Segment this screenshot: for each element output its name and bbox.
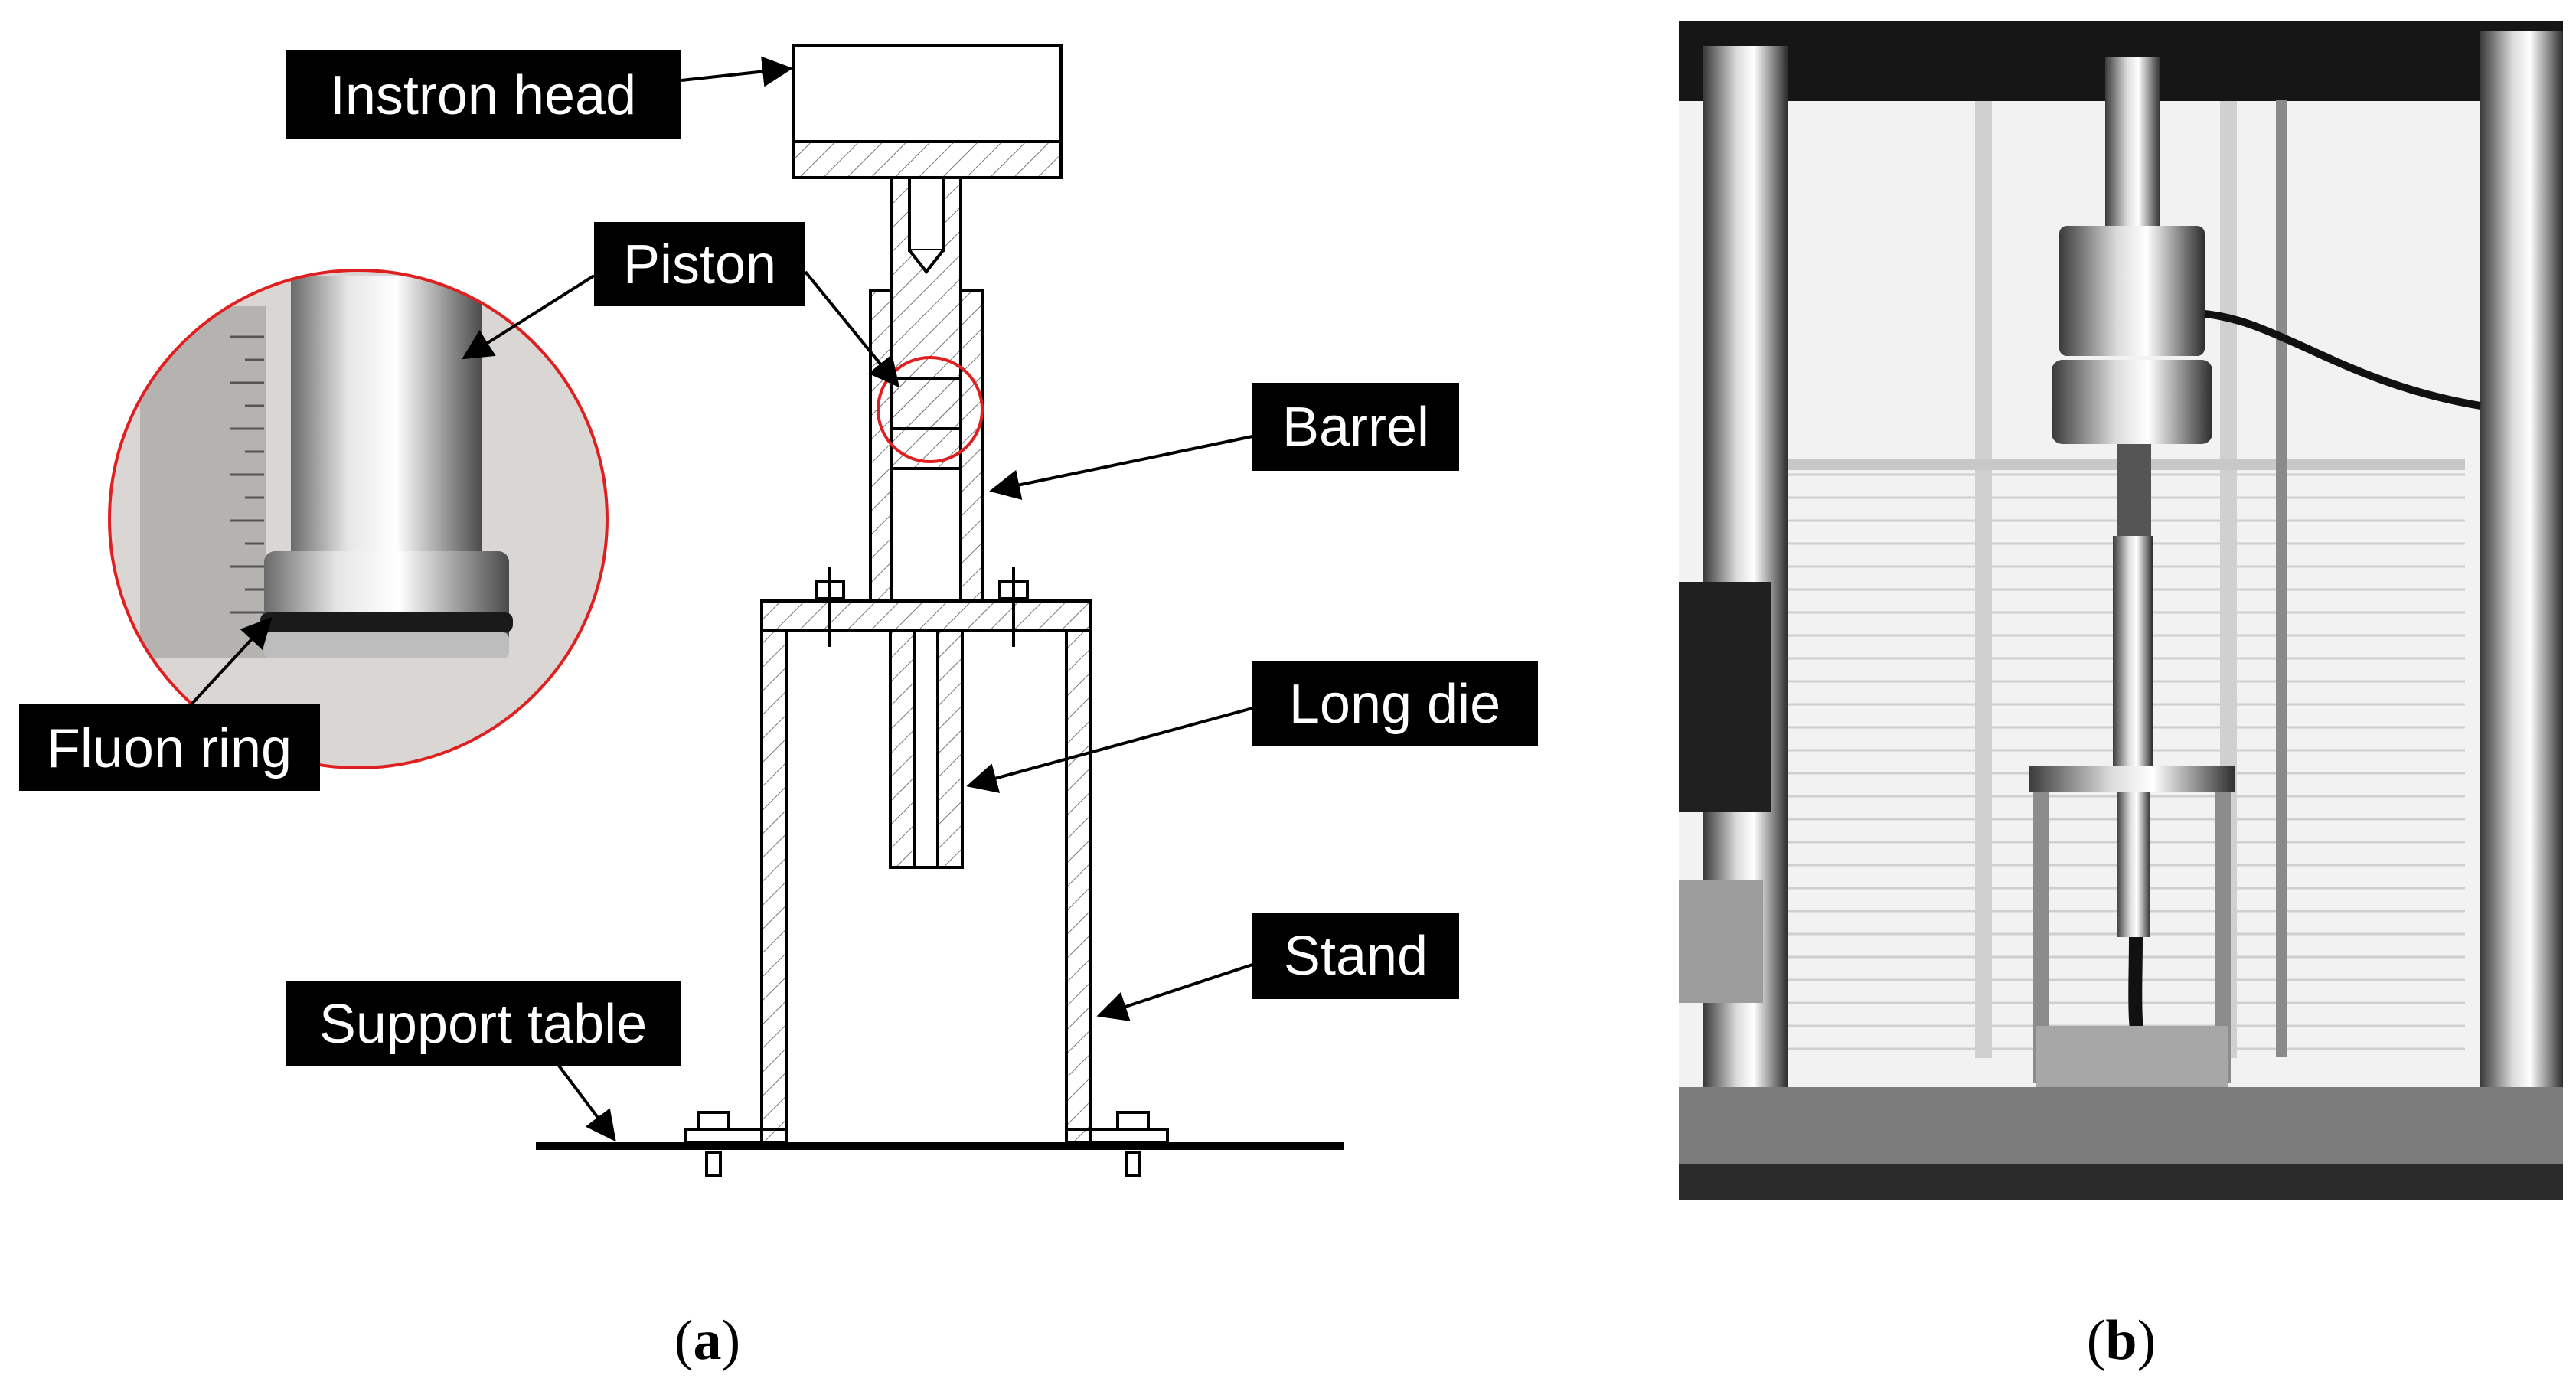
label-support-table: Support table <box>319 994 647 1055</box>
barrel-wall-right <box>959 289 984 603</box>
piston-head <box>890 377 962 430</box>
label-box-support-table <box>286 981 681 1066</box>
caption-a: (a) <box>674 1309 740 1372</box>
barrel-wall-left <box>869 289 893 603</box>
label-long-die: Long die <box>1289 674 1500 735</box>
leader-arrows <box>190 56 1253 1142</box>
label-box-long-die <box>1252 661 1538 746</box>
label-box-piston <box>594 222 805 306</box>
long-die-wall-left <box>889 629 916 869</box>
detail-marker-circle <box>877 356 984 463</box>
label-barrel: Barrel <box>1282 397 1429 458</box>
label-box-instron-head <box>286 50 681 139</box>
instron-head-plate <box>792 140 1063 179</box>
instron-head <box>792 44 1063 143</box>
caption-a-letter: a <box>694 1309 722 1372</box>
label-box-stand <box>1252 913 1459 999</box>
stand-leg-left <box>760 629 788 1145</box>
label-box-fluon-ring <box>19 704 320 791</box>
label-fluon-ring: Fluon ring <box>47 718 292 779</box>
label-boxes <box>19 50 1538 1066</box>
piston-bore <box>908 176 945 252</box>
stand-leg-right <box>1065 629 1092 1145</box>
schematic-drawing <box>536 44 1344 1177</box>
caption-b: (b) <box>2087 1309 2156 1372</box>
long-die-wall-right <box>936 629 964 869</box>
fluon-ring-band <box>260 612 513 632</box>
stand-top-plate <box>760 599 1092 632</box>
label-piston: Piston <box>623 234 776 296</box>
testing-machine-photo <box>1679 21 2563 1200</box>
label-stand: Stand <box>1284 926 1428 987</box>
caption-b-letter: b <box>2105 1309 2137 1372</box>
piston-detail-photo <box>108 269 609 769</box>
label-instron-head: Instron head <box>330 65 636 126</box>
top-bolts <box>815 567 1029 647</box>
label-box-barrel <box>1252 383 1459 471</box>
